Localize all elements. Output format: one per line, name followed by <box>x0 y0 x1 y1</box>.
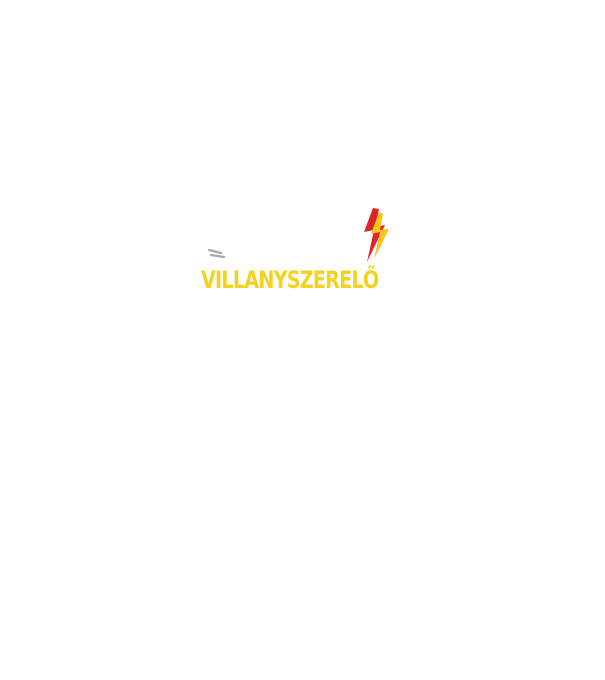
lightning-bolt-icon <box>364 208 389 262</box>
swoosh-stroke-top <box>208 248 223 255</box>
brand-logo: VILLANYSZERELŐ <box>196 203 396 303</box>
brand-wordmark: VILLANYSZERELŐ <box>201 266 379 294</box>
bolt-yellow-shape <box>371 212 389 259</box>
swoosh-icon <box>208 248 226 259</box>
swoosh-stroke-bottom <box>209 253 226 259</box>
bolt-red-shape <box>364 208 385 262</box>
